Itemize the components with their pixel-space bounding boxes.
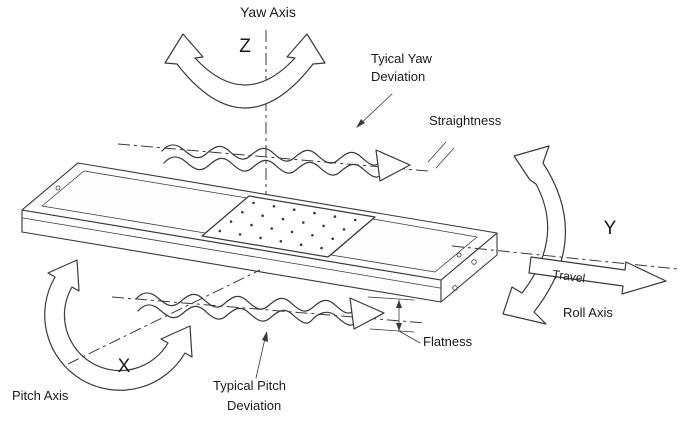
pitch-deviation-label-line2: Deviation	[227, 398, 281, 413]
z-axis-label: Z	[239, 36, 251, 57]
carriage-hole-grid	[218, 201, 357, 250]
end-face-hole-1	[452, 285, 458, 291]
yaw-axis-label: Yaw Axis	[240, 4, 296, 20]
y-axis-label: Y	[604, 218, 617, 239]
travel-arrow: Travel	[528, 256, 667, 295]
yaw-rotation-arrow	[164, 33, 326, 109]
flatness-dim-arrow-down	[396, 323, 402, 331]
stage-front-lip-line	[22, 217, 441, 289]
stage-hole-right	[456, 252, 462, 258]
yaw-deviation-leader	[356, 93, 393, 128]
stage-body	[21, 162, 498, 303]
straightness-label: Straightness	[429, 113, 502, 128]
flatness-dim-arrow-up	[396, 300, 402, 308]
pitch-deviation-label-line1: Typical Pitch	[213, 378, 286, 393]
pitch-axis-label: Pitch Axis	[12, 388, 69, 403]
straightness-centerline	[117, 143, 429, 172]
straightness-group	[117, 141, 455, 182]
pitch-rotation-arrow	[44, 259, 193, 391]
flatness-leader	[398, 330, 421, 344]
flatness-wave-bottom	[137, 304, 357, 326]
straightness-wave-top	[161, 144, 381, 166]
straightness-wave-bottom	[163, 156, 383, 178]
stage-hole-left	[55, 185, 61, 191]
x-axis-line	[67, 269, 261, 365]
straightness-tick-1	[427, 141, 447, 163]
travel-label: Travel	[552, 267, 587, 285]
x-axis-label: X	[118, 356, 131, 377]
roll-axis-label: Roll Axis	[563, 305, 613, 320]
flatness-wave-top	[135, 292, 355, 314]
y-axis-line	[451, 245, 679, 270]
yaw-deviation-label-line1: Tyical Yaw	[371, 51, 433, 66]
flatness-ext-bottom	[369, 328, 415, 333]
straightness-arrowhead	[375, 149, 411, 182]
flatness-label: Flatness	[423, 334, 473, 349]
straightness-tick-2	[435, 147, 455, 169]
yaw-deviation-label-line2: Deviation	[371, 69, 425, 84]
flatness-arrowhead	[349, 297, 385, 330]
flatness-ext-top	[367, 296, 415, 301]
carriage-plate	[201, 195, 376, 258]
pitch-deviation-leader	[255, 331, 268, 379]
end-face-hole-2	[471, 259, 477, 265]
flatness-group	[111, 292, 426, 344]
roll-rotation-arrow	[502, 145, 566, 325]
